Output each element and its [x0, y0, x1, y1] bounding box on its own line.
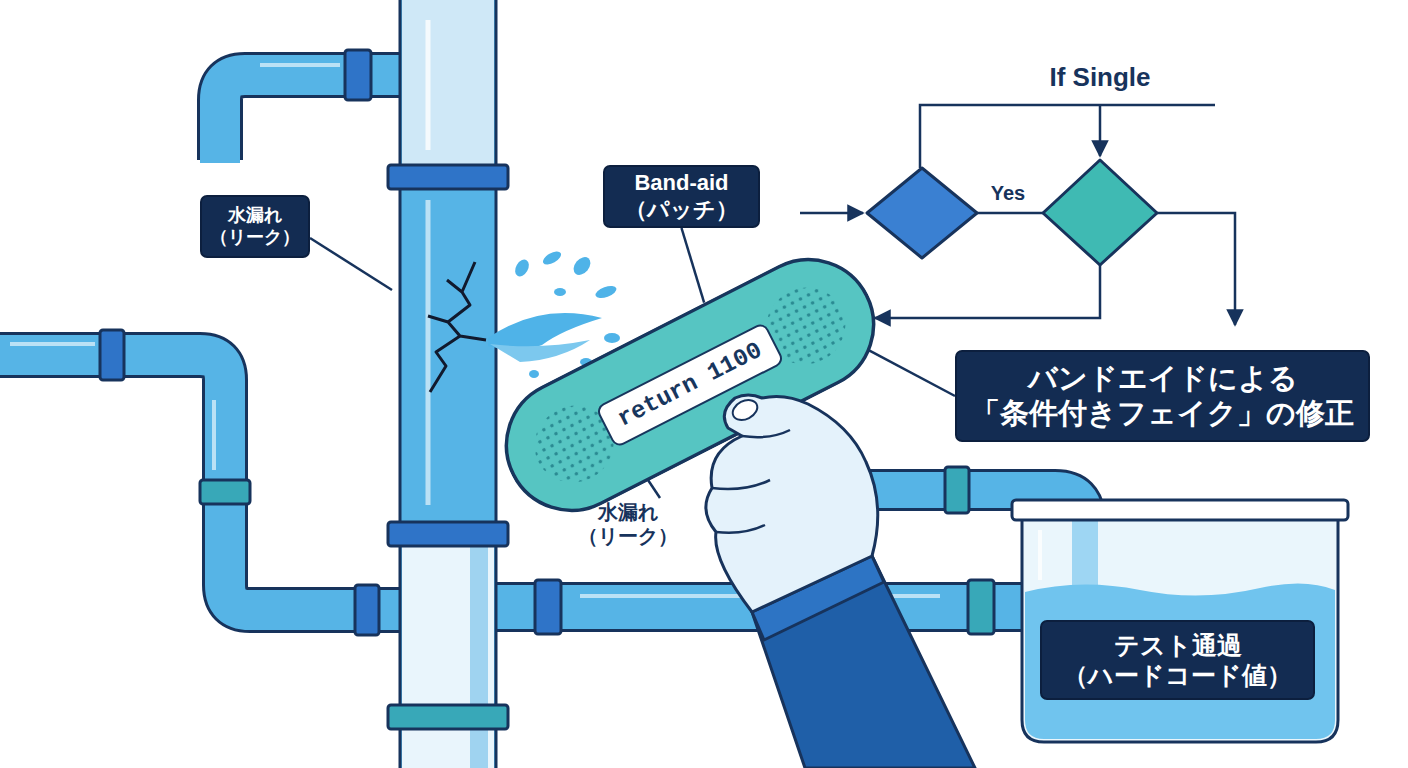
pipe-coupling	[100, 330, 124, 380]
pipe-coupling	[945, 467, 969, 513]
tank-water	[1025, 583, 1335, 739]
pipe-highlight	[426, 20, 431, 150]
pipe-highlight	[10, 342, 95, 346]
water-drop	[570, 254, 594, 278]
pipe-light	[402, 546, 494, 768]
bandaid-patch: return 1100	[481, 235, 898, 536]
flow-line	[920, 105, 1215, 168]
box-text: Band-aid （パッチ）	[611, 170, 752, 224]
pipe-coupling	[388, 705, 508, 729]
thumb-nail	[729, 396, 760, 424]
decision-diamond	[1043, 160, 1157, 265]
flow-line	[977, 212, 1043, 215]
hand	[706, 395, 878, 612]
water-drop	[604, 333, 620, 343]
pipe	[494, 585, 1025, 629]
leader-connector	[869, 350, 955, 396]
pipe-coupling	[388, 522, 508, 546]
leak-label: 水漏れ （リーク）	[575, 500, 681, 548]
leader-line	[310, 238, 392, 290]
flow-arrow	[1099, 105, 1102, 156]
leader-connector	[682, 228, 705, 303]
pipe-coupling	[388, 165, 508, 189]
leader-line	[648, 480, 660, 498]
pipe-coupling	[968, 580, 994, 634]
water-drop	[554, 288, 566, 296]
pipe-highlight	[212, 400, 216, 470]
glass-highlight	[1038, 530, 1042, 580]
condition-label: If Single	[1020, 62, 1180, 93]
finger-line	[742, 430, 790, 437]
pipe-coupling	[345, 50, 371, 100]
water-drop	[529, 370, 539, 378]
connector-layer	[682, 228, 956, 396]
callout-box: 水漏れ （リーク）	[200, 195, 310, 258]
pipe-coupling	[200, 480, 250, 504]
pipe-light	[402, 0, 494, 165]
sleeve	[752, 556, 975, 768]
pipe-highlight	[260, 63, 340, 67]
pipe	[0, 355, 402, 610]
pipe-coupling	[535, 580, 561, 634]
flow-arrow	[875, 265, 1100, 318]
finger-line	[716, 525, 765, 533]
sleeve-cuff	[752, 556, 884, 640]
pipe-highlight	[580, 594, 940, 598]
finger-line	[712, 480, 770, 489]
water-tank	[1022, 515, 1338, 742]
box-text: 水漏れ （リーク）	[208, 205, 302, 249]
pipe-highlight	[426, 200, 431, 505]
pipe-outline	[494, 582, 1025, 632]
bandaid-body	[484, 237, 896, 533]
pipe-coupling	[355, 585, 379, 635]
pipe-shade	[470, 546, 488, 768]
result-box: テスト通過 （ハードコード値）	[1040, 620, 1315, 700]
water-drop	[512, 257, 531, 279]
water-spray	[490, 340, 590, 362]
pipe-outline	[0, 355, 402, 610]
pipe-crack	[428, 262, 486, 392]
box-text: バンドエイドによる 「条件付きフェイク」の修正	[963, 361, 1362, 432]
decision-diamond	[867, 168, 977, 258]
flow-arrow	[1157, 213, 1235, 325]
box-text: テスト通過 （ハードコード値）	[1048, 630, 1307, 691]
caption-box: バンドエイドによる 「条件付きフェイク」の修正	[955, 350, 1370, 442]
water-spray	[488, 313, 602, 350]
callout-box: Band-aid （パッチ）	[603, 165, 760, 228]
flow-arrow	[800, 212, 863, 215]
main-pipe	[400, 0, 496, 768]
tank-lid	[1012, 500, 1348, 520]
water-drop	[594, 284, 618, 301]
pipe	[220, 75, 402, 163]
water-drop	[541, 249, 563, 268]
branch-label: Yes	[978, 181, 1038, 205]
